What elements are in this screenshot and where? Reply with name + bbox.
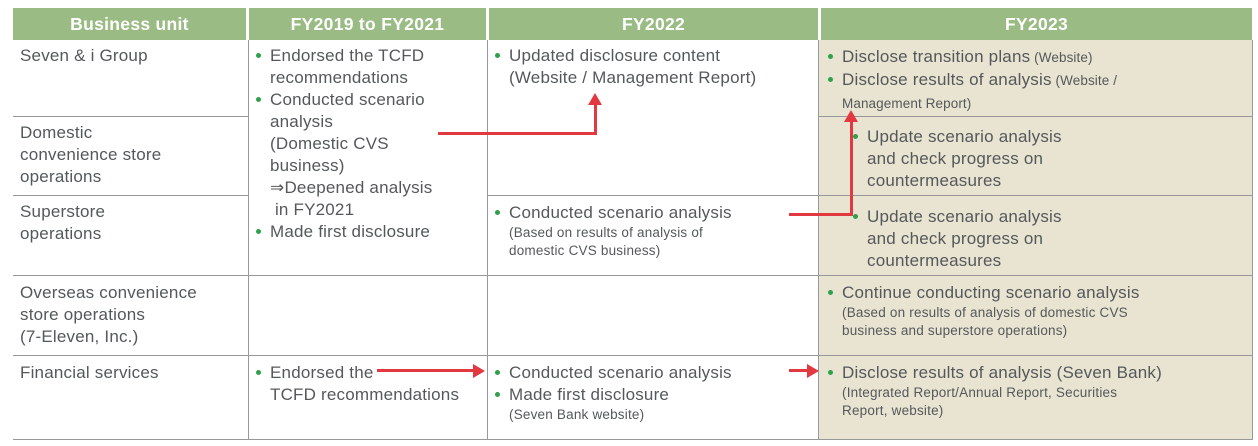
grid-line [13, 355, 1253, 356]
grid-line [13, 116, 248, 117]
bullet-item: Made first disclosure [256, 221, 478, 243]
bullet-item: Disclose results of analysis (Website /M… [828, 69, 1223, 115]
continuation-line: (Based on results of analysis of domesti… [828, 304, 1246, 339]
grid-line [487, 40, 488, 440]
row-label-seven-i-group: Seven & i Group [20, 46, 148, 65]
header-fy2023: FY2023 [821, 8, 1252, 40]
bullet-item: Made first disclosure [495, 384, 813, 406]
grid-line [248, 40, 249, 440]
cell-fy2022-superstore: Conducted scenario analysis (Based on res… [495, 202, 813, 259]
item-note: (Website) [1030, 50, 1093, 65]
item-text: (Integrated Report/Annual Report, Securi… [842, 385, 1118, 418]
bullet-item: Disclose transition plans (Website) [828, 46, 1223, 69]
continuation-line: (Integrated Report/Annual Report, Securi… [828, 384, 1246, 419]
item-text: (Seven Bank website) [509, 407, 645, 422]
grid-line [13, 195, 248, 196]
item-text: Updated disclosure content(Website / Man… [509, 46, 757, 87]
grid-line [819, 116, 1253, 117]
item-note: (Website / [1051, 73, 1118, 88]
grid-line [1252, 40, 1253, 440]
cell-fy2023-group: Disclose transition plans (Website) Discl… [828, 46, 1223, 115]
grid-line [13, 439, 1253, 440]
cell-fy2023-overseas: Continue conducting scenario analysis (Ba… [828, 282, 1246, 339]
grid-line [487, 195, 1253, 196]
item-text: Conducted scenario analysis [509, 203, 732, 222]
bullet-item: Conducted scenario analysis [495, 362, 813, 384]
item-text: Disclose results of analysis (Website /M… [842, 70, 1118, 111]
bullet-item: Updated disclosure content(Website / Man… [495, 45, 813, 89]
item-text: (Based on results of analysis of domesti… [842, 305, 1128, 338]
grid-line [13, 275, 1253, 276]
header-business-unit: Business unit [13, 8, 246, 40]
item-text: Conducted scenario analysis [509, 363, 732, 382]
item-note: Management Report) [842, 96, 972, 111]
cell-fy2023-financial: Disclose results of analysis (Seven Bank… [828, 362, 1246, 419]
bullet-item: Disclose results of analysis (Seven Bank… [828, 362, 1246, 384]
item-text: Disclose results of analysis (Seven Bank… [842, 363, 1162, 382]
item-text: Made first disclosure [509, 385, 670, 404]
cell-fy2022-group: Updated disclosure content(Website / Man… [495, 45, 813, 89]
item-text: Made first disclosure [270, 222, 431, 241]
continuation-line: (Seven Bank website) [495, 406, 813, 424]
item-text: Disclose transition plans (Website) [842, 47, 1093, 66]
fy2023-column-background [819, 40, 1253, 440]
header-fy2022: FY2022 [489, 8, 818, 40]
item-text: Continue conducting scenario analysis [842, 283, 1140, 302]
header-fy2019-fy2021: FY2019 to FY2021 [249, 8, 486, 40]
grid-line [818, 40, 819, 440]
bullet-item: Conducted scenario analysis [495, 202, 813, 224]
bullet-item: Continue conducting scenario analysis [828, 282, 1246, 304]
row-label-financial-services: Financial services [20, 363, 159, 382]
